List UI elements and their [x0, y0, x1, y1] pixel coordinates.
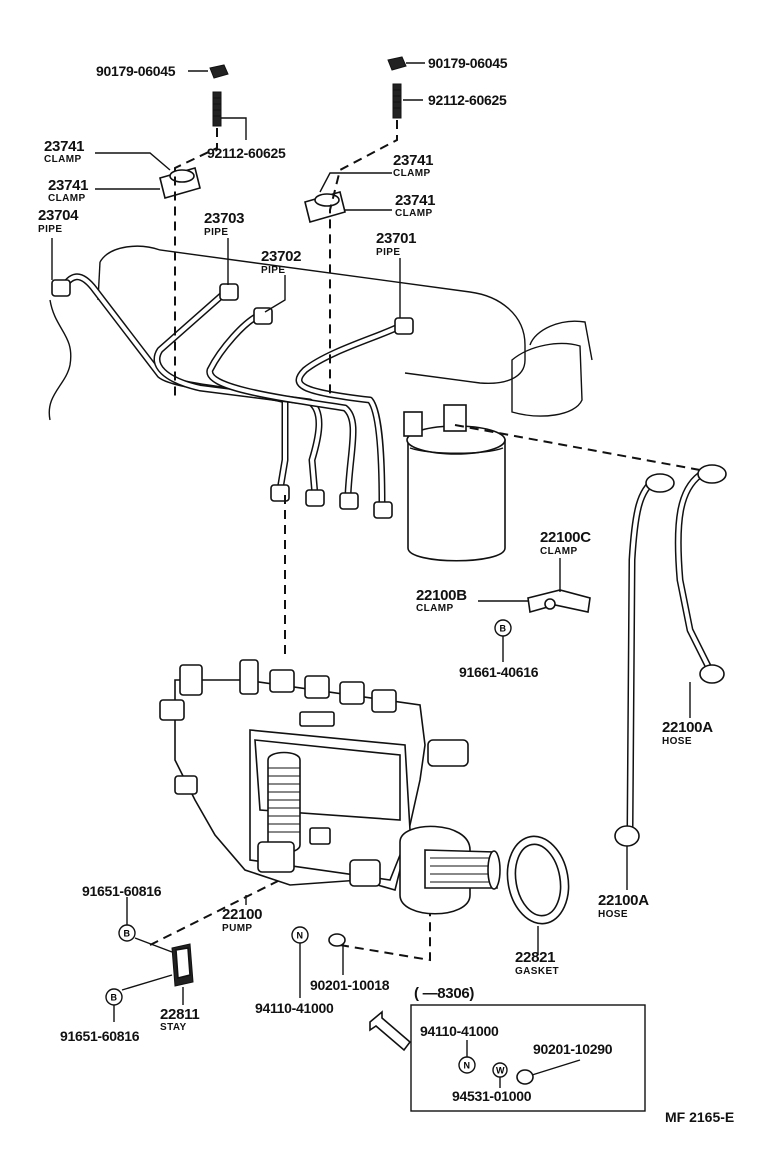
label-pipe1-num: 23701 [376, 230, 417, 247]
label-clamp-a-num: 23741 [44, 138, 85, 155]
label-clamp-c-num: 23741 [393, 152, 434, 169]
stay-bracket [171, 943, 194, 987]
fuel-hoses [614, 464, 727, 847]
label-hose-a2-num: 22100A [598, 892, 649, 909]
label-pipe3-name: PIPE [204, 227, 229, 238]
label-94110-41000: 94110-41000 [255, 1000, 334, 1016]
label-gasket-name: GASKET [515, 966, 560, 977]
label-90201-10018: 90201-10018 [310, 977, 390, 993]
label-gasket-num: 22821 [515, 949, 556, 966]
fuel-filter [403, 404, 506, 562]
pipe-clamps [159, 56, 407, 223]
nut-symbol-1: N [297, 931, 304, 941]
label-clamp-a-name: CLAMP [44, 154, 82, 165]
label-22100b-num: 22100B [416, 587, 467, 604]
injection-pump [159, 659, 501, 915]
washer-symbol: W [496, 1066, 505, 1076]
nut-symbol-2: N [464, 1061, 471, 1071]
label-pump-name: PUMP [222, 923, 253, 934]
bolt-symbol-2: B [111, 993, 118, 1003]
leader-lines [51, 62, 691, 1088]
stud-washer [328, 933, 346, 947]
label-pipe1-name: PIPE [376, 247, 401, 258]
label-pipe4-num: 23704 [38, 207, 79, 224]
engine-outline [48, 245, 593, 421]
injection-pipes [51, 273, 414, 519]
label-22100c-name: CLAMP [540, 546, 578, 557]
label-92112-left: 92112-60625 [207, 145, 286, 161]
label-clamp-c-name: CLAMP [393, 168, 431, 179]
label-clamp-d-num: 23741 [395, 192, 436, 209]
label-22100b-name: CLAMP [416, 603, 454, 614]
label-hose-a2-name: HOSE [598, 909, 628, 920]
bolt-symbol-3: B [500, 624, 507, 634]
label-pipe4-name: PIPE [38, 224, 63, 235]
label-bolt-bottom: 91651-60816 [60, 1028, 140, 1044]
assembly-lines [149, 120, 701, 962]
label-pump-num: 22100 [222, 906, 263, 923]
label-pipe3-num: 23703 [204, 210, 245, 227]
label-stay-name: STAY [160, 1022, 187, 1033]
label-clamp-b-num: 23741 [48, 177, 89, 194]
gasket [506, 835, 570, 955]
inset-box [369, 1004, 646, 1112]
bolt-symbol-1: B [124, 929, 131, 939]
label-hose-a1-num: 22100A [662, 719, 713, 736]
inset-label-94110: 94110-41000 [420, 1023, 499, 1039]
inset-label-90201: 90201-10290 [533, 1041, 613, 1057]
inset-range: ( —8306) [414, 985, 475, 1002]
label-hose-a1-name: HOSE [662, 736, 692, 747]
label-22100c-num: 22100C [540, 529, 591, 546]
label-pipe2-name: PIPE [261, 265, 286, 276]
label-91661-40616: 91661-40616 [459, 664, 539, 680]
label-stay-num: 22811 [160, 1006, 200, 1023]
label-92112-right: 92112-60625 [428, 92, 507, 108]
label-clamp-b-name: CLAMP [48, 193, 86, 204]
label-pipe2-num: 23702 [261, 248, 302, 265]
label-90179-right: 90179-06045 [428, 55, 508, 71]
label-90179-left: 90179-06045 [96, 63, 176, 79]
label-clamp-d-name: CLAMP [395, 208, 433, 219]
inset-label-94531: 94531-01000 [452, 1088, 532, 1104]
label-bolt-top: 91651-60816 [82, 883, 162, 899]
filter-clamp [527, 589, 591, 614]
diagram-code: MF 2165-E [665, 1109, 735, 1125]
